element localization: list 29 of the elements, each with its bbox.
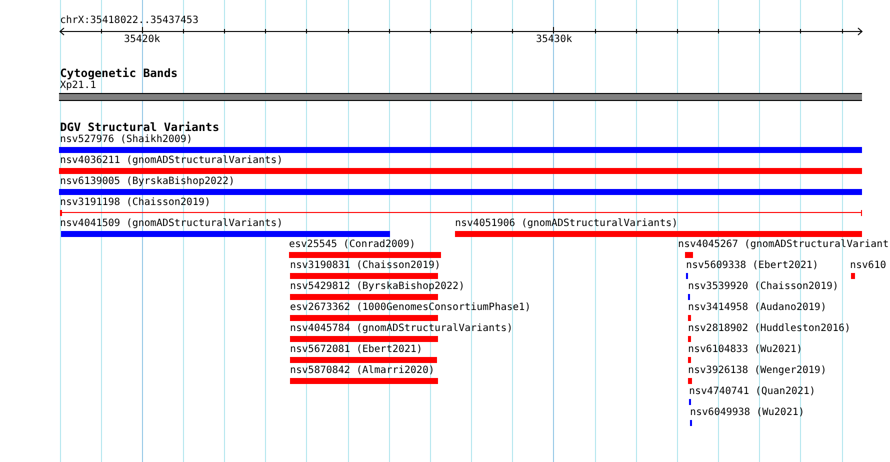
track-title: DGV Structural Variants — [60, 121, 220, 134]
feature-label: nsv5429812 (ByrskaBishop2022) — [290, 281, 465, 293]
feature-label: nsv4051906 (gnomADStructuralVariants) — [455, 218, 678, 230]
tick-label: 35430k — [536, 34, 572, 46]
feature-label: nsv4036211 (gnomADStructuralVariants) — [60, 155, 283, 167]
feature-label: nsv5609338 (Ebert2021) — [686, 260, 818, 272]
feature-label: nsv4045784 (gnomADStructuralVariants) — [290, 323, 513, 335]
feature-label: nsv3191198 (Chaisson2019) — [60, 197, 211, 209]
feature-label: nsv4740741 (Quan2021) — [689, 386, 816, 398]
feature-label: nsv3414958 (Audano2019) — [688, 302, 826, 314]
feature-label: esv2673362 (1000GenomesConsortiumPhase1) — [290, 302, 531, 314]
feature-label: nsv6104833 (Wu2021) — [688, 344, 802, 356]
band-label: Xp21.1 — [60, 80, 96, 92]
feature-label: nsv5672081 (Ebert2021) — [290, 344, 422, 356]
track-title: Cytogenetic Bands — [60, 67, 178, 80]
feature-label: nsv3190831 (Chaisson2019) — [290, 260, 441, 272]
feature-label: nsv3926138 (Wenger2019) — [688, 365, 826, 377]
feature-label: nsv6139005 (ByrskaBishop2022) — [60, 176, 235, 188]
feature-label: nsv5870842 (Almarri2020) — [290, 365, 434, 377]
tick-label: 35420k — [124, 34, 160, 46]
feature-label: nsv4041509 (gnomADStructuralVariants) — [60, 218, 283, 230]
feature-label: nsv2818902 (Huddleston2016) — [688, 323, 851, 335]
feature-label: nsv527976 (Shaikh2009) — [60, 134, 192, 146]
feature-label: nsv4045267 (gnomADStructuralVariant — [678, 239, 889, 251]
feature-label: nsv610 — [850, 260, 886, 272]
feature-label: nsv3539920 (Chaisson2019) — [688, 281, 839, 293]
feature-label: nsv6049938 (Wu2021) — [690, 407, 804, 419]
feature-label: esv25545 (Conrad2009) — [289, 239, 416, 251]
location-label: chrX:35418022..35437453 — [60, 15, 198, 27]
